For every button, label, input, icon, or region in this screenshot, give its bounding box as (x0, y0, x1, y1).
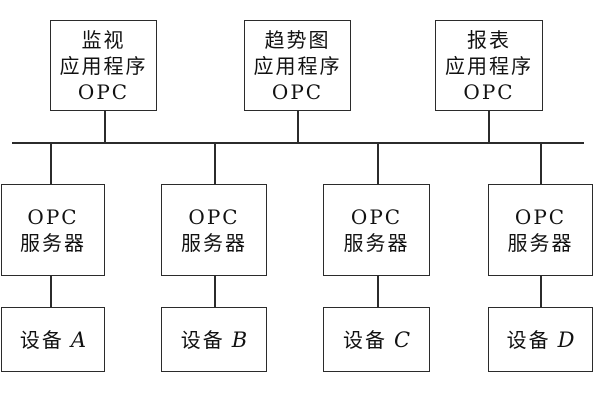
app-box-line: OPC (271, 79, 324, 104)
connector-server2-device (214, 276, 216, 307)
connector-bus-server4 (540, 142, 542, 184)
connector-server4-device (540, 276, 542, 307)
app-box-line: 报表 (467, 27, 511, 52)
connector-app2-bus (297, 111, 299, 143)
connector-bus-server2 (214, 142, 216, 184)
app-box-line: OPC (463, 79, 515, 104)
bus-line (12, 142, 584, 144)
server-box-3: OPC 服务器 (323, 184, 430, 276)
server-box-line: 服务器 (181, 231, 247, 255)
app-box-trend: 趋势图 应用程序 OPC (244, 20, 351, 111)
device-id: C (393, 327, 411, 352)
app-box-line: 趋势图 (264, 27, 331, 52)
server-box-line: 服务器 (507, 231, 574, 255)
app-box-line: 应用程序 (253, 53, 342, 78)
connector-bus-server1 (50, 142, 52, 184)
device-id: A (70, 327, 87, 352)
app-box-line: OPC (77, 79, 130, 104)
server-box-2: OPC 服务器 (161, 184, 267, 276)
connector-server3-device (377, 276, 379, 307)
server-box-line: 服务器 (343, 231, 410, 255)
device-label: 设备 (180, 327, 225, 352)
server-box-line: OPC (27, 205, 79, 229)
app-box-line: 应用程序 (445, 53, 533, 78)
app-box-line: 应用程序 (59, 53, 148, 78)
server-box-line: OPC (514, 205, 567, 229)
device-label: 设备 (342, 327, 387, 352)
app-box-monitoring: 监视 应用程序 OPC (50, 20, 157, 111)
server-box-line: OPC (188, 205, 240, 229)
server-box-4: OPC 服务器 (488, 184, 593, 276)
connector-app1-bus (104, 111, 106, 143)
connector-server1-device (50, 276, 52, 307)
device-id: B (231, 327, 248, 352)
server-box-line: OPC (350, 205, 403, 229)
server-box-line: 服务器 (20, 231, 86, 255)
connector-app3-bus (488, 111, 490, 143)
device-label: 设备 (506, 327, 551, 352)
server-box-1: OPC 服务器 (1, 184, 105, 276)
app-box-line: 监视 (81, 27, 126, 52)
device-id: D (557, 327, 575, 352)
connector-bus-server3 (377, 142, 379, 184)
app-box-report: 报表 应用程序 OPC (435, 20, 543, 111)
device-label: 设备 (19, 327, 64, 352)
